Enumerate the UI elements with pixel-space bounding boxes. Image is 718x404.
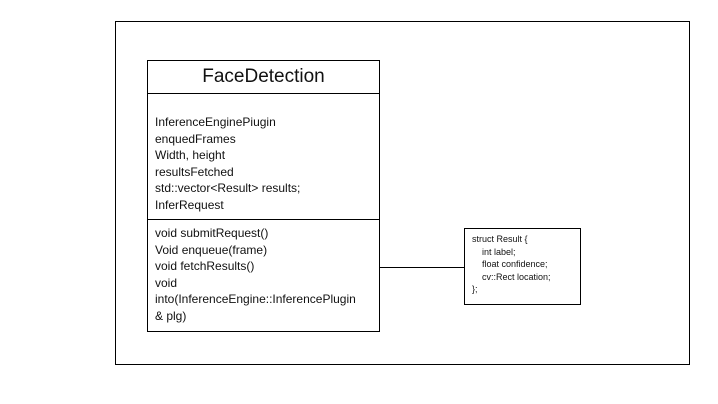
class-name: FaceDetection [148,61,379,94]
method-row: void [155,275,178,290]
struct-line: int label; [482,246,516,257]
method-row: void fetchResults() [155,259,255,273]
attribute-row: Width, height [155,148,226,162]
method-row: Void enqueue(frame) [155,242,268,257]
class-attributes: InferenceEnginePiugin enquedFrames Width… [148,94,379,220]
result-struct-box: struct Result { int label; float confide… [464,228,581,305]
struct-line: struct Result { [472,234,528,244]
attribute-row: enquedFrames [155,131,236,146]
face-detection-class-box: FaceDetection InferenceEnginePiugin enqu… [147,60,380,332]
method-row: into(InferenceEngine::InferencePlugin [155,292,356,306]
diagram-frame [115,21,690,365]
association-connector [380,267,464,268]
method-row: & plg) [155,308,187,323]
attribute-row: InferRequest [155,197,224,212]
attribute-row: InferenceEnginePiugin [155,115,276,129]
struct-line: float confidence; [482,259,548,269]
struct-line: }; [472,284,478,294]
method-row: void submitRequest() [155,226,269,240]
attribute-row: std::vector<Result> results; [155,181,301,195]
class-methods: void submitRequest() Void enqueue(frame)… [148,220,379,324]
struct-line: cv::Rect location; [482,271,551,282]
attribute-row: resultsFetched [155,164,234,179]
